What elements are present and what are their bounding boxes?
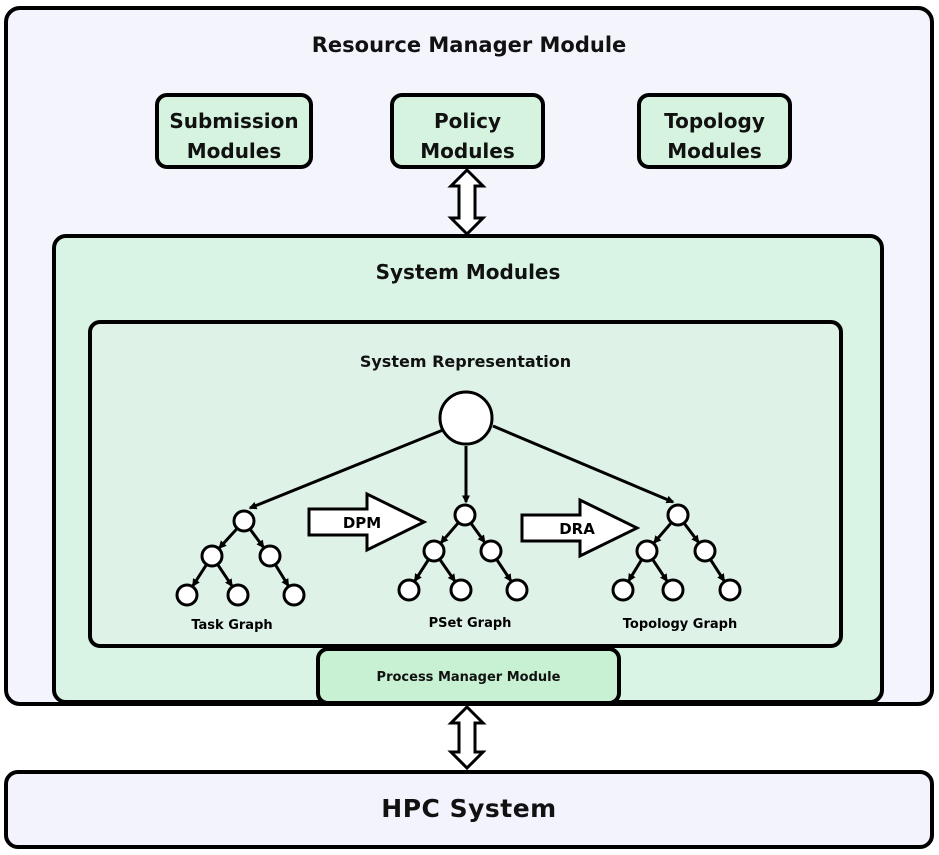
pset-graph-edge	[469, 522, 486, 544]
task-graph-edge	[218, 527, 239, 549]
topology-graph-root-node	[666, 503, 690, 527]
topology-graph-edge	[627, 558, 644, 582]
dpm-arrow: DPM	[307, 491, 428, 553]
hpc-system-title: HPC System	[381, 794, 557, 823]
task-graph-edge	[248, 528, 265, 549]
dra-arrow: DRA	[520, 497, 641, 559]
topology-modules-box: Topology Modules	[637, 93, 792, 169]
pset-graph-label: PSet Graph	[429, 616, 512, 631]
task-graph-leaf-node	[282, 583, 306, 607]
task-graph-node	[258, 544, 282, 568]
topology-graph-leaf-node	[718, 578, 742, 602]
pset-graph-edge	[438, 558, 456, 583]
process-manager-module-box: Process Manager Module	[316, 647, 621, 705]
system-modules-title: System Modules	[375, 260, 561, 284]
pset-graph-edge	[440, 521, 460, 544]
topology-graph-edge	[651, 558, 669, 583]
topology-modules-line1: Topology	[664, 109, 765, 133]
policy-system-double-arrow	[447, 167, 487, 237]
topology-graph-leaf-node	[611, 578, 635, 602]
task-graph-edge	[273, 563, 290, 587]
task-graph-leaf-node	[175, 583, 199, 607]
topology-modules-line2: Modules	[667, 139, 762, 163]
dpm-label: DPM	[343, 514, 381, 532]
hpc-system-box: HPC System	[4, 770, 934, 849]
root-to-topology-edge	[492, 424, 675, 504]
pset-graph-node	[422, 539, 446, 563]
pset-graph-edge	[413, 558, 430, 583]
topology-graph-edge	[653, 521, 673, 544]
root-to-task-edge	[248, 428, 444, 510]
topology-graph-leaf-node	[661, 578, 685, 602]
pset-graph-leaf-node	[449, 578, 473, 602]
topology-graph-node	[693, 539, 717, 563]
submission-modules-line1: Submission	[169, 109, 299, 133]
submission-modules-box: Submission Modules	[155, 93, 313, 169]
task-graph-label: Task Graph	[191, 618, 272, 633]
pset-graph-root-node	[453, 503, 477, 527]
system-representation-title: System Representation	[359, 352, 572, 371]
task-graph-edge	[216, 563, 234, 588]
task-graph-edge	[191, 563, 208, 588]
dra-label: DRA	[559, 520, 595, 538]
policy-modules-box: Policy Modules	[390, 93, 545, 169]
topology-graph-edge	[709, 558, 726, 583]
resource-manager-title: Resource Manager Module	[311, 33, 627, 57]
topology-graph-edge	[682, 522, 700, 544]
policy-modules-line1: Policy	[433, 109, 501, 133]
root-node	[438, 390, 494, 446]
pset-graph-leaf-node	[397, 578, 421, 602]
topology-graph-label: Topology Graph	[623, 617, 737, 632]
policy-modules-line2: Modules	[420, 139, 515, 163]
task-graph-root-node	[232, 509, 256, 533]
pset-graph-edge	[495, 558, 513, 583]
submission-modules-line2: Modules	[186, 139, 282, 163]
task-graph-leaf-node	[226, 583, 250, 607]
process-hpc-double-arrow	[447, 704, 487, 771]
task-graph-node	[200, 544, 224, 568]
pset-graph-node	[479, 539, 503, 563]
process-manager-label: Process Manager Module	[376, 670, 561, 685]
pset-graph-leaf-node	[505, 578, 529, 602]
topology-graph-node	[635, 539, 659, 563]
